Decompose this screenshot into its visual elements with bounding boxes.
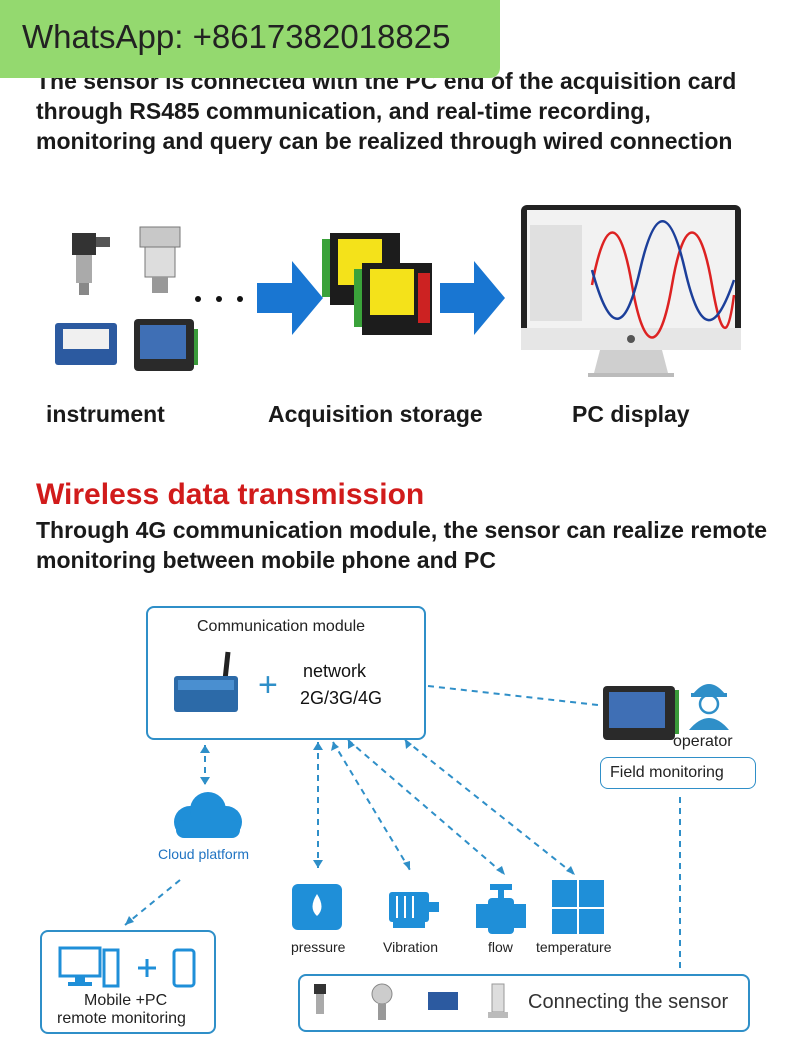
network-types: 2G/3G/4G [300,688,383,708]
remote-monitoring-label: remote monitoring [57,1010,186,1027]
operator-icon [689,684,729,730]
connecting-sensor-label: Connecting the sensor [528,991,729,1013]
network-label: network [303,661,367,681]
plus-icon: + [258,666,278,704]
communication-module-box [146,606,426,740]
arrow-right-icon [257,261,323,335]
connecting-sensor-box [298,974,750,1032]
field-monitoring-label: Field monitoring [610,764,724,781]
mobile-pc-icons [58,946,196,988]
signal-module-icon [55,323,117,365]
sensor-label-vibration: Vibration [383,939,439,955]
temperature-cabinet-icon [552,880,604,934]
caption-instrument: instrument [46,401,165,427]
field-panel-icon [603,686,679,740]
mobile-pc-label: Mobile +PC [84,992,168,1009]
mobile-phone-icon [172,948,196,988]
vibration-motor-icon [389,892,439,928]
operator-label: operator [673,733,733,750]
pressure-tank-icon [292,884,342,930]
caption-acquisition: Acquisition storage [268,401,483,427]
arrow-right-icon-2 [440,261,505,335]
field-monitoring-box [600,757,756,789]
mini-module-icon [428,992,458,1010]
sensor-label-pressure: pressure [291,939,346,955]
mini-flowmeter-icon [371,983,393,1020]
sensor-devices-row [314,983,508,1020]
pc-monitor-icon [521,205,741,377]
pressure-transmitter-icon [72,233,110,295]
mini-pressure-icon [314,984,326,1014]
plus-small-icon [138,959,156,977]
mini-sensor-icon [488,983,508,1018]
whatsapp-banner: WhatsApp: +8617382018825 [0,0,500,78]
flow-valve-icon [476,884,526,934]
sensor-label-flow: flow [488,939,513,955]
panel-display-icon [134,319,198,371]
steel-sensor-icon [139,226,181,293]
caption-pc-display: PC display [572,401,690,427]
acquisition-module-icon [322,233,432,335]
whatsapp-text: WhatsApp: +8617382018825 [22,18,451,55]
cloud-platform-label: Cloud platform [158,846,250,862]
cloud-icon [174,792,242,838]
wireless-description: Through 4G communication module, the sen… [36,517,768,573]
router-icon [174,651,238,712]
desktop-icon [58,946,120,988]
communication-module-label: Communication module [197,618,366,635]
ellipsis-icon [195,296,243,302]
sensor-label-temperature: temperature [536,939,612,955]
wired-illustration [55,205,741,377]
wireless-title: Wireless data transmission [36,478,425,511]
